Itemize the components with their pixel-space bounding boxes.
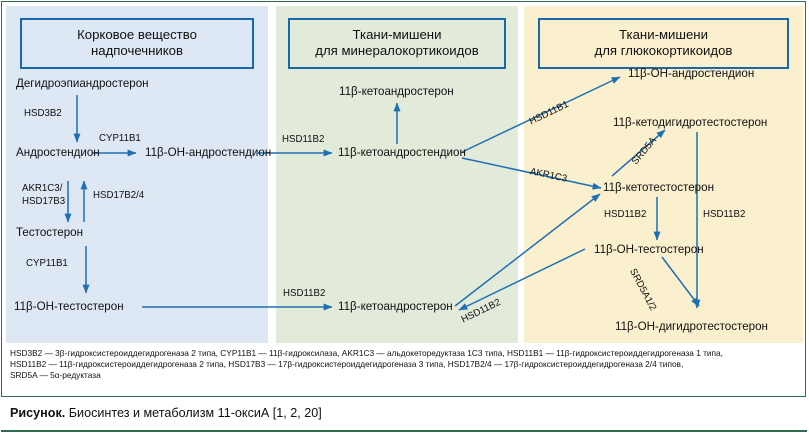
figure-caption: Рисунок. Биосинтез и метаболизм 11-оксиА…: [10, 406, 800, 426]
legend-line-1: HSD3B2 — 3β-гидроксистероиддегидрогеназа…: [10, 348, 723, 358]
panel-mineralocorticoid-title: Ткани-мишени для минералокортикоидов: [288, 18, 506, 69]
enzyme-hsd11b2-mineral-top: HSD11B2: [282, 134, 325, 145]
legend-line-2: HSD11B2 — 11β-гидроксистероиддегидрогена…: [10, 359, 684, 370]
enzyme-hsd3b2: HSD3B2: [24, 108, 62, 119]
node-11oh-testosterone-gluco: 11β-OH-тестостерон: [594, 243, 704, 256]
abbreviation-legend: HSD3B2 — 3β-гидроксистероиддегидрогеназа…: [10, 348, 802, 382]
enzyme-hsd11b2-gluco-left: HSD11B2: [604, 209, 647, 220]
node-11oh-testosterone-cortex: 11β-OH-тестостерон: [14, 300, 124, 313]
node-11keto-androsterone-top: 11β-кетоандростерон: [339, 85, 454, 98]
panel-adrenal-cortex-title: Корковое вещество надпочечников: [20, 18, 254, 69]
caption-divider: [1, 430, 807, 432]
legend-line-3: SRD5A — 5α-редуктаза: [10, 370, 101, 381]
node-11keto-androsterone-bottom: 11β-кетоандростерон: [338, 300, 453, 313]
enzyme-hsd17b3-line2: HSD17B3: [22, 196, 66, 207]
node-androstenedione: Андростендион: [16, 146, 100, 159]
panel-mineralocorticoid-title-line1: Ткани-мишени: [352, 27, 442, 42]
node-11keto-dihydrotestosterone: 11β-кетодигидротестостерон: [613, 116, 768, 129]
enzyme-cyp11b1-testosterone: CYP11B1: [26, 258, 68, 269]
enzyme-hsd17b2-4: HSD17B2/4: [93, 190, 145, 201]
panel-mineralocorticoid-title-line2: для минералокортикоидов: [315, 43, 479, 58]
node-testosterone: Тестостерон: [16, 226, 84, 239]
enzyme-cyp11b1-androstenedione: CYP11B1: [99, 133, 141, 144]
panel-glucocorticoid-title-line1: Ткани-мишени: [619, 27, 708, 42]
figure-caption-label: Рисунок.: [10, 406, 66, 420]
enzyme-hsd11b2-gluco-right: HSD11B2: [703, 209, 746, 220]
panel-glucocorticoid-title: Ткани-мишени для глюкокортикоидов: [538, 18, 789, 69]
panel-adrenal-cortex-title-line1: Корковое вещество: [77, 27, 197, 42]
node-11oh-dihydrotestosterone: 11β-OH-дигидротестостерон: [615, 320, 768, 333]
node-11oh-androstenedione-gluco: 11β-OH-андростендион: [628, 67, 755, 80]
figure-caption-text: Биосинтез и метаболизм 11-оксиА [1, 2, 2…: [65, 406, 322, 420]
enzyme-hsd11b2-mineral-bottom: HSD11B2: [283, 288, 326, 299]
panel-adrenal-cortex-title-line2: надпочечников: [90, 43, 184, 58]
node-11keto-androstenedione: 11β-кетоандростендион: [338, 146, 466, 159]
enzyme-akr1c3-line1: AKR1C3/: [22, 183, 63, 194]
node-11oh-androstenedione-cortex: 11β-OH-андростендион: [145, 146, 272, 159]
panel-glucocorticoid-title-line2: для глюкокортикоидов: [594, 43, 733, 58]
node-dehydroepiandrosterone: Дегидроэпиандростерон: [16, 77, 149, 90]
panel-adrenal-cortex: Корковое вещество надпочечников: [6, 6, 268, 343]
node-11keto-testosterone: 11β-кетотестостерон: [603, 181, 714, 194]
